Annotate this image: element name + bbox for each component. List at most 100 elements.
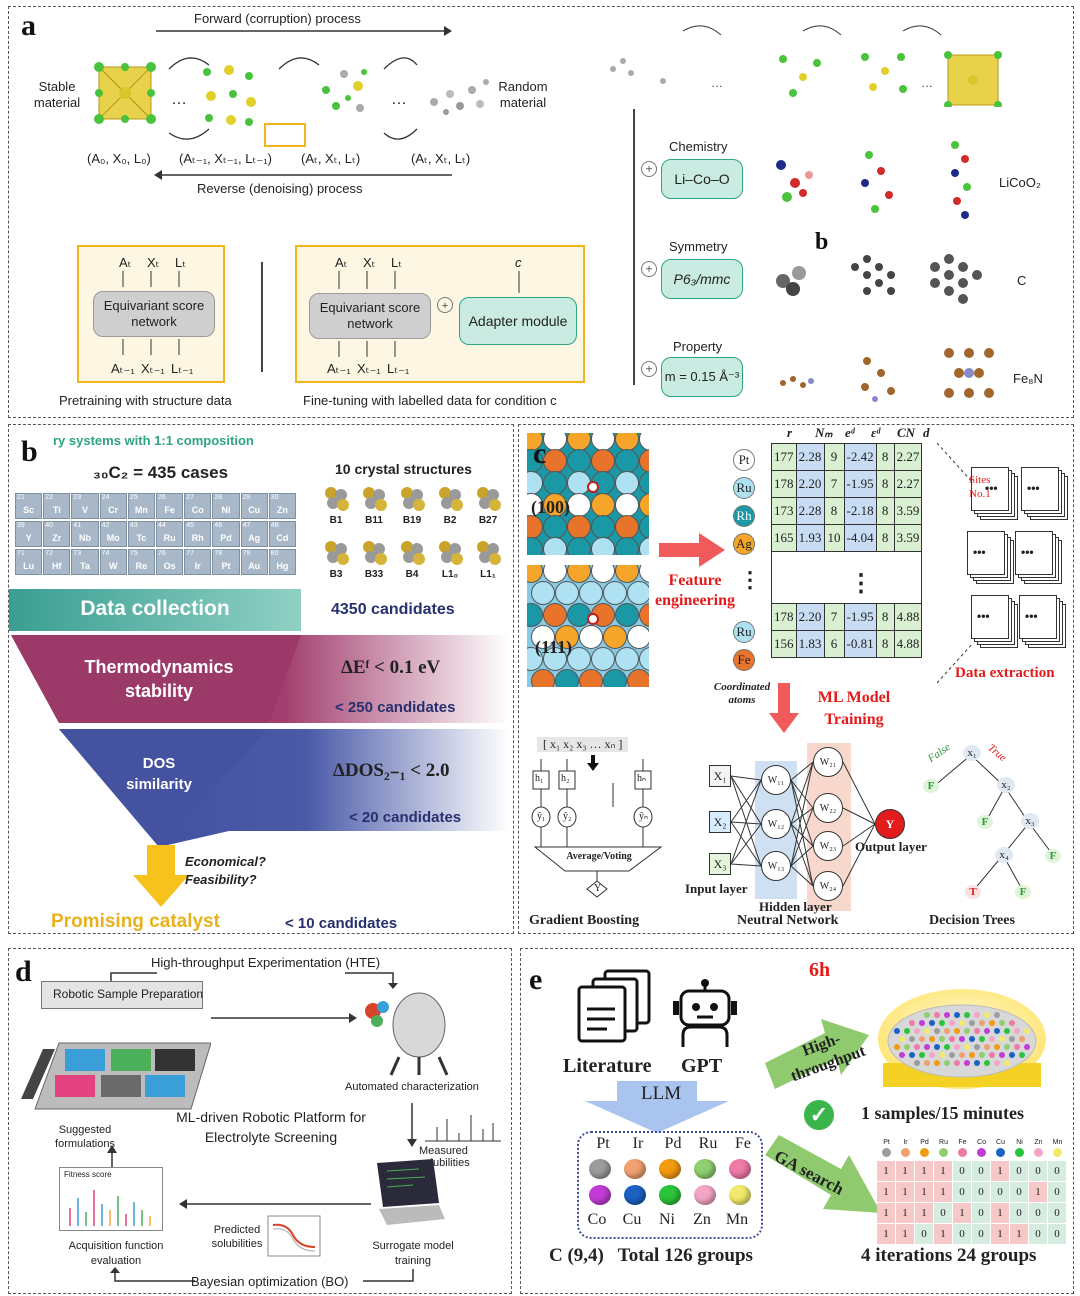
finetune-output-A: Aₜ₋₁ <box>327 361 351 376</box>
pretrain-input-A: Aₜ <box>119 255 132 270</box>
pool-element-label: Ir <box>632 1135 644 1152</box>
robotic-label: Robotic Sample Preparation <box>53 987 204 1001</box>
down-arrow-icon <box>133 845 189 907</box>
mini-cell: 1 <box>915 1203 933 1223</box>
element-number: 79 <box>242 550 251 557</box>
dashed-connectors <box>937 443 974 683</box>
mini-header-dot <box>939 1148 948 1157</box>
element-pool <box>577 1131 763 1239</box>
ml-training-label: ML Model Training <box>817 689 891 728</box>
property-structures-icon <box>780 348 994 402</box>
panel-e-label: e <box>529 963 543 996</box>
surface-atom <box>627 669 649 687</box>
step2-label: Thermodynamics stability <box>84 657 234 701</box>
mini-header: Mn <box>1052 1139 1063 1146</box>
table-cell: 156 <box>771 630 797 658</box>
adapter-module: Adapter module <box>459 297 577 345</box>
mini-cell: 1 <box>877 1224 895 1244</box>
surface-atom <box>603 625 627 649</box>
dt-leaf-3: F <box>1045 849 1061 863</box>
element-number: 28 <box>214 494 223 501</box>
gb-h1: h₁ <box>535 773 544 784</box>
mini-cell: 1 <box>915 1161 933 1181</box>
pool-element-dot <box>589 1159 611 1179</box>
structure-label: L1₁ <box>480 569 496 580</box>
mini-header-dot <box>977 1148 986 1157</box>
stable-crystal-icon <box>94 62 156 124</box>
surface-atom <box>639 515 649 539</box>
surface-atom <box>603 669 627 687</box>
robot-platform-icon <box>21 1042 211 1110</box>
element-symbol: Re <box>135 561 148 571</box>
mini-cell: 0 <box>972 1203 990 1223</box>
element-symbol: V <box>81 505 88 515</box>
surface-atom <box>591 647 615 671</box>
element-number: 21 <box>17 494 25 501</box>
nn-input-x1: X₁ <box>709 765 731 787</box>
surface-atom <box>615 603 639 627</box>
facet-100-label: (100) <box>531 497 570 517</box>
mini-header-dot <box>882 1148 891 1157</box>
data-sheet-dots: ••• <box>985 481 998 495</box>
gb-h2: h₂ <box>561 773 570 784</box>
surface-atom <box>579 669 603 687</box>
gb-diagram <box>531 755 663 898</box>
surface-atom <box>579 581 603 605</box>
surface-atom <box>567 647 591 671</box>
cond-property-plus: + <box>641 361 657 377</box>
dt-title: Decision Trees <box>929 913 1015 928</box>
nn-connections <box>730 761 876 887</box>
structure-label: B2 <box>443 515 457 526</box>
table-cell: 178 <box>771 470 797 498</box>
table-cell: 10 <box>823 524 845 552</box>
check-icon: ✓ <box>801 1097 837 1133</box>
symmetry-structures-icon <box>776 254 982 304</box>
arrow-down-right <box>407 1103 417 1147</box>
pool-element-label: Zn <box>693 1211 711 1228</box>
surface-atom <box>527 603 543 627</box>
state-0: (A₀, X₀, L₀) <box>87 151 151 166</box>
element-symbol: Sc <box>23 505 35 515</box>
nn-h2-w24: W₂₄ <box>813 871 843 901</box>
mini-cell: 0 <box>1048 1203 1066 1223</box>
step1-count: 4350 candidates <box>331 601 455 618</box>
table-cell: 2.28 <box>795 497 825 525</box>
facet-111-image <box>527 565 649 687</box>
element-number: 74 <box>101 550 110 557</box>
chemistry-structures-icon <box>776 141 971 219</box>
pool-element-dot <box>694 1185 716 1205</box>
table-cell: 8 <box>875 630 895 658</box>
table-cell: 2.27 <box>893 443 923 471</box>
gb-y1: ŷ₁ <box>537 811 546 822</box>
ht-arrow-icon <box>765 1019 869 1089</box>
feature-header: d <box>923 425 930 440</box>
cond-property-result: Fe₈N <box>1013 371 1043 386</box>
surface-atom <box>543 515 567 539</box>
step1-label: Data collection <box>80 597 230 620</box>
surface-atom <box>603 581 627 605</box>
generation-trajectory-icon: … … <box>610 25 1002 107</box>
data-sheet <box>1015 531 1053 575</box>
element-symbol: Hg <box>276 561 289 571</box>
finetune-input-L: Lₜ <box>391 255 403 270</box>
ellipsis-1: … <box>171 91 187 108</box>
nn-output: Y <box>875 809 905 839</box>
gb-average: Average/Voting <box>566 851 632 862</box>
surface-atom <box>591 515 615 539</box>
surface-atom <box>543 449 567 473</box>
surface-atom <box>567 449 591 473</box>
structure-label: B3 <box>329 569 343 580</box>
surface-atom <box>567 493 591 517</box>
surface-atom <box>615 493 639 517</box>
element-symbol: W <box>108 561 118 571</box>
facet-100-image <box>527 433 649 555</box>
